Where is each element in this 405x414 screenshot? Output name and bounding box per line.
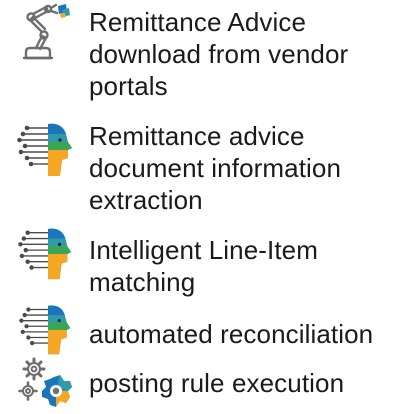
robot-arm-icon xyxy=(16,2,80,62)
item-label: Remittance advice document information e… xyxy=(89,121,342,215)
item-label: Intelligent Line-Item matching xyxy=(89,235,319,297)
item-label: Remittance Advice download from vendor p… xyxy=(89,7,349,101)
ai-head-icon xyxy=(16,302,80,358)
ai-head-icon xyxy=(16,225,80,283)
item-label: automated reconciliation xyxy=(89,319,374,349)
ai-head-icon xyxy=(16,120,80,180)
gears-icon xyxy=(16,355,80,409)
item-label: posting rule execution xyxy=(89,368,345,398)
